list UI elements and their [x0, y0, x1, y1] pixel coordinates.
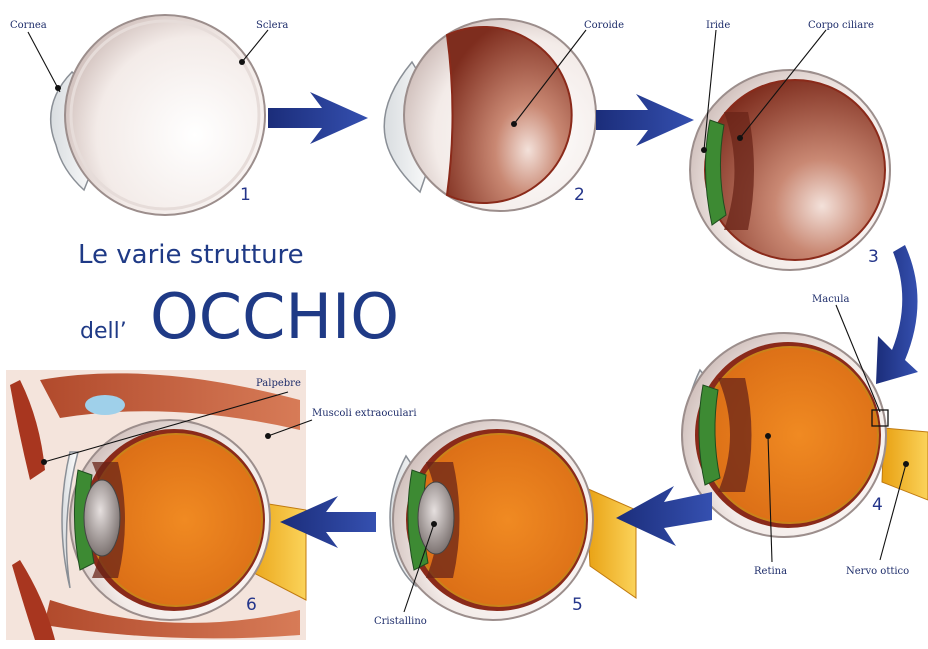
eye-stage-3 — [690, 70, 890, 270]
title-line-1: Le varie strutture — [78, 240, 304, 270]
label-muscoli-extraoculari: Muscoli extraoculari — [312, 408, 417, 419]
label-iride: Iride — [706, 20, 730, 31]
label-cristallino: Cristallino — [374, 616, 427, 627]
step-number-4: 4 — [872, 495, 883, 515]
label-retina: Retina — [754, 566, 787, 577]
sclera-shape — [65, 15, 265, 215]
eye-stage-1 — [51, 15, 265, 215]
lens-shape — [418, 482, 454, 554]
step-number-1: 1 — [240, 185, 251, 205]
label-palpebre: Palpebre — [256, 378, 301, 389]
lacrimal-gland — [85, 395, 125, 415]
label-coroide: Coroide — [584, 20, 624, 31]
label-nervo-ottico: Nervo ottico — [846, 566, 909, 577]
retina-shape — [702, 347, 878, 523]
label-cornea: Cornea — [10, 20, 47, 31]
step-number-5: 5 — [572, 595, 583, 615]
step-number-3: 3 — [868, 247, 879, 267]
leader-sclera — [242, 30, 268, 62]
leader-cornea — [28, 32, 60, 92]
arrow-2-to-3 — [596, 94, 694, 146]
eye-stage-2 — [384, 19, 596, 211]
title-line-2-main: OCCHIO — [150, 280, 399, 353]
step-number-6: 6 — [246, 595, 257, 615]
label-macula: Macula — [812, 294, 849, 305]
arrow-3-to-4 — [876, 245, 918, 384]
label-corpo-ciliare: Corpo ciliare — [808, 20, 874, 31]
eye-stage-6 — [6, 370, 306, 640]
eye-stage-5 — [390, 420, 636, 620]
arrow-1-to-2 — [268, 92, 368, 144]
label-sclera: Sclera — [256, 20, 288, 31]
step-number-2: 2 — [574, 185, 585, 205]
title-line-2-prefix: dell’ — [80, 319, 127, 344]
